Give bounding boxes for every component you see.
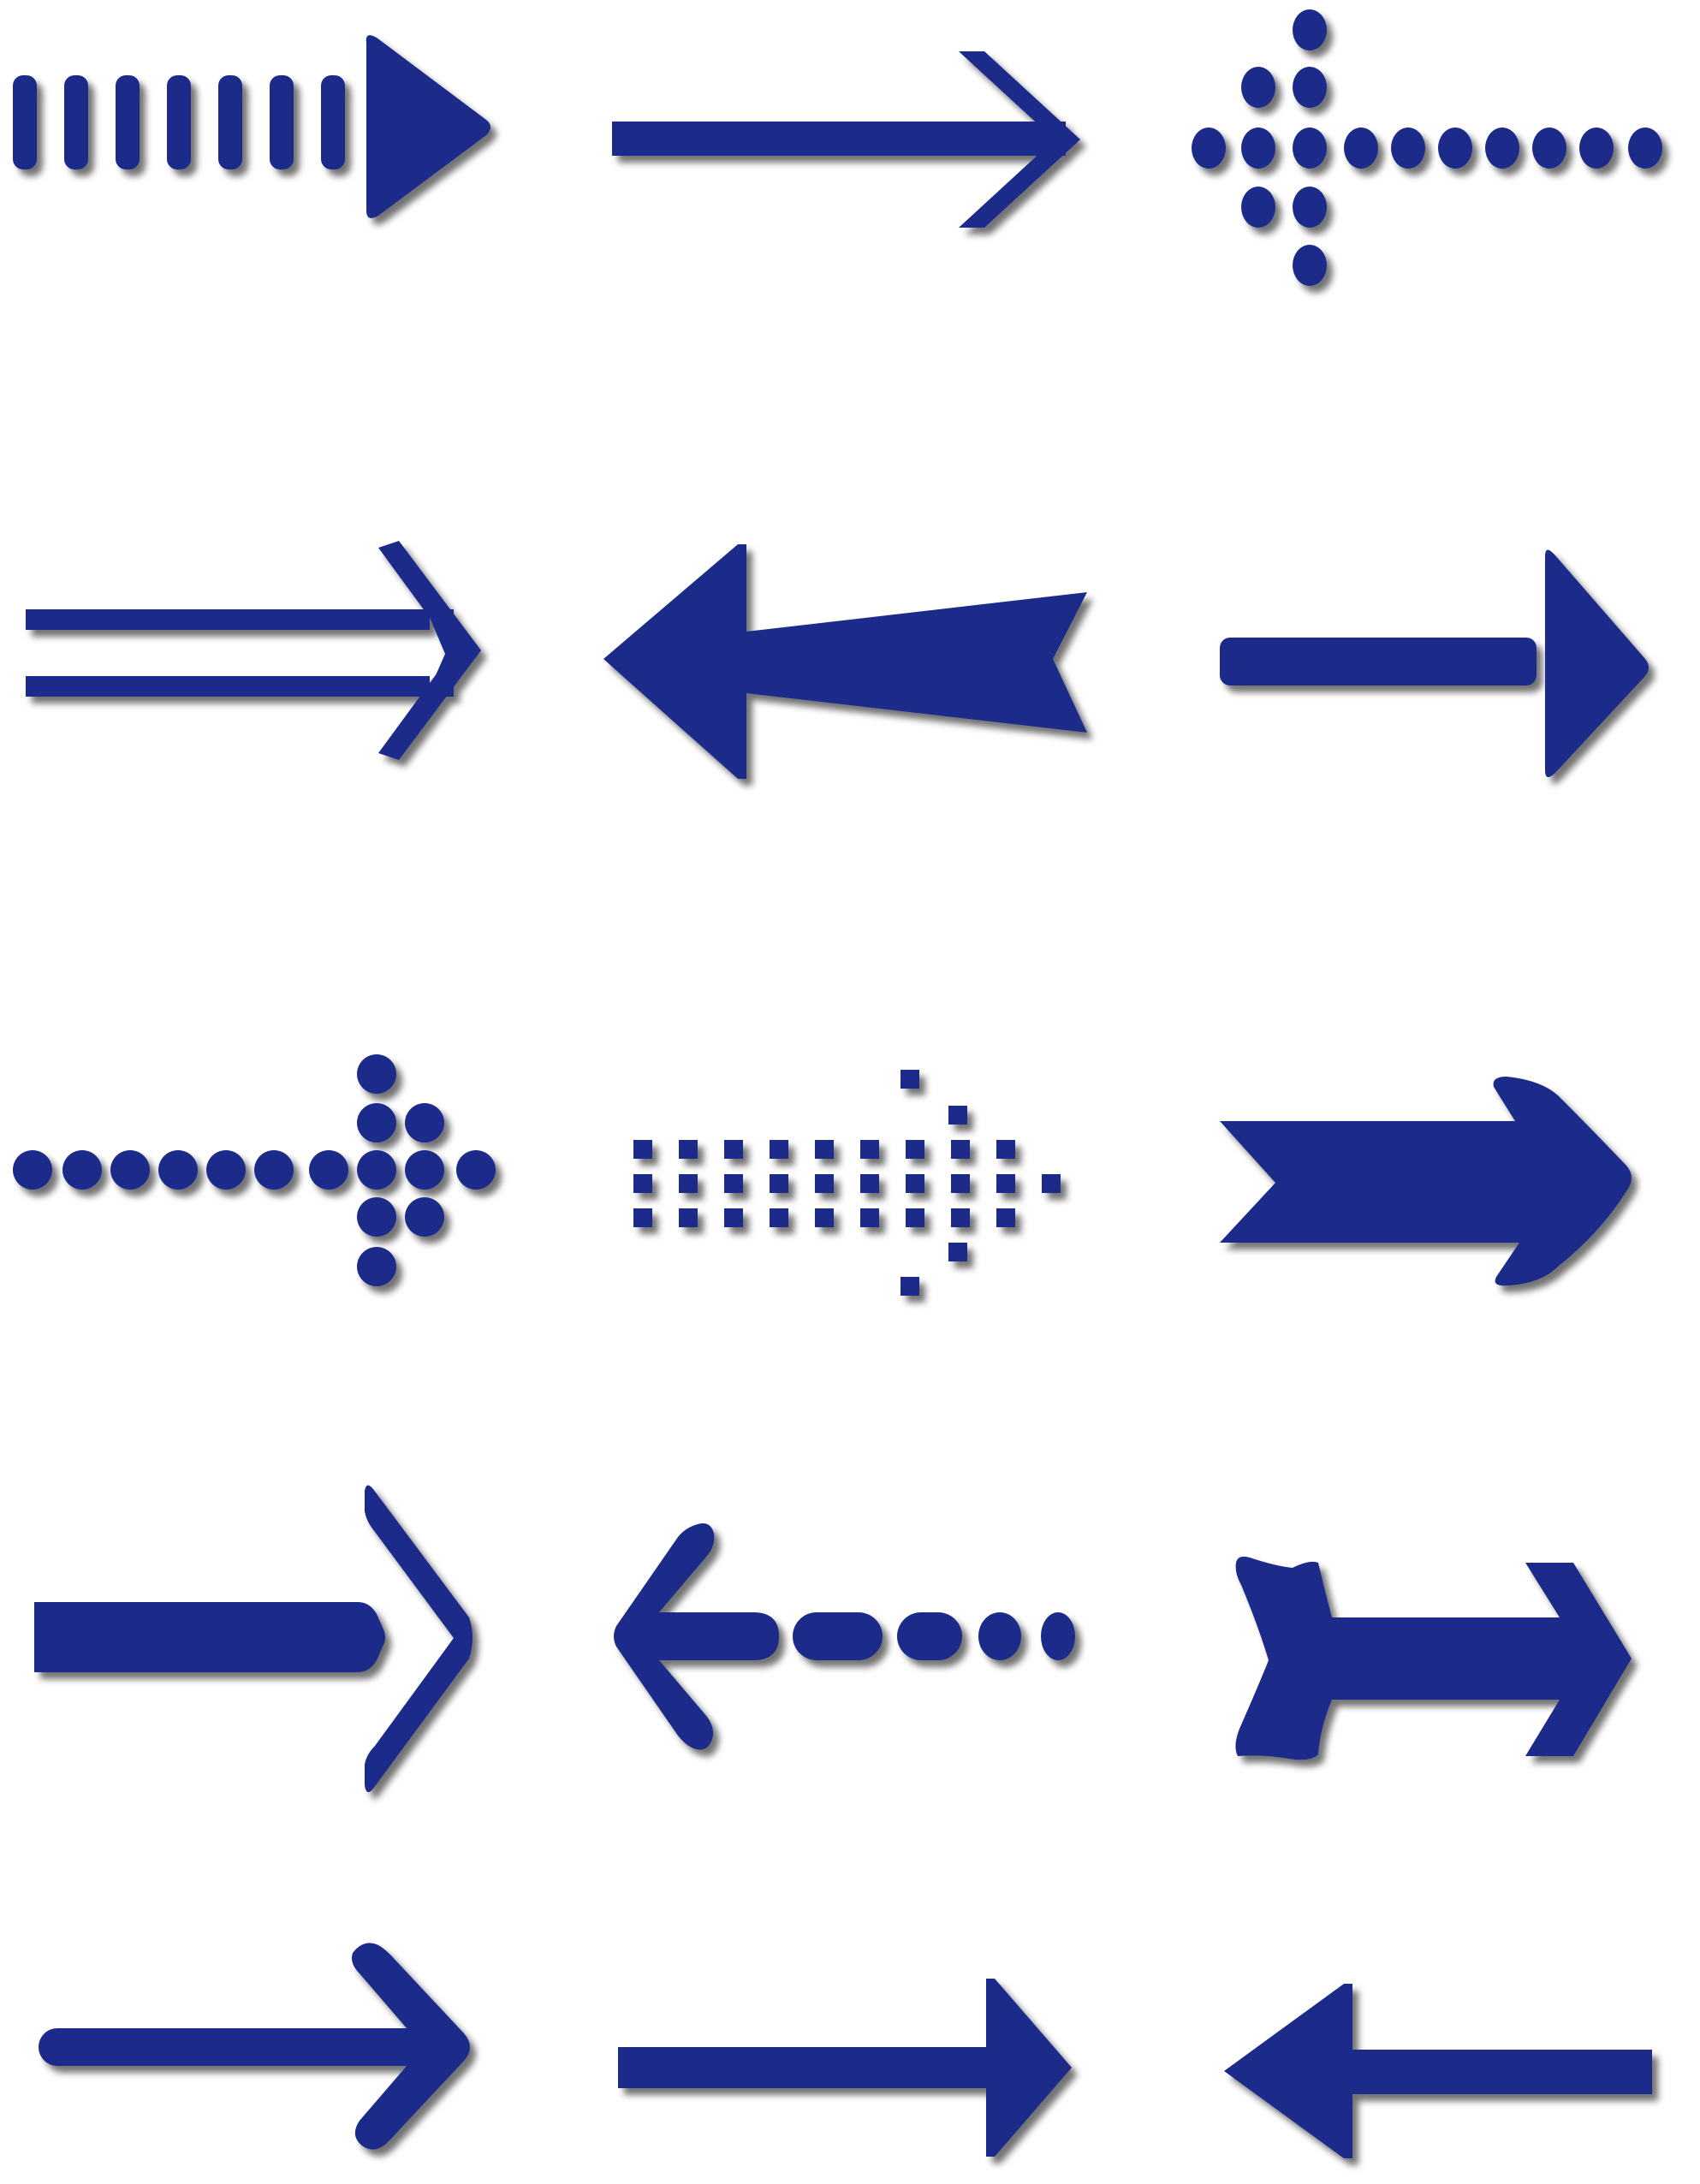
chevron-ribbon-right-arrow-icon xyxy=(1220,1077,1632,1286)
notched-left-arrow-icon xyxy=(603,544,1087,779)
rounded-chevron-right-arrow-icon xyxy=(39,1943,470,2150)
bar-triangle-right-arrow-icon xyxy=(1220,549,1649,778)
thin-chevron-right-arrow-icon xyxy=(612,51,1080,228)
fletched-right-arrow-icon xyxy=(1235,1556,1632,1760)
dotted-left-arrow-icon xyxy=(1192,9,1662,286)
dashed-left-arrow-icon xyxy=(614,1522,1075,1750)
bar-bracket-right-arrow-icon xyxy=(34,1485,473,1793)
double-line-right-arrow-icon xyxy=(26,541,481,760)
triangle-head-left-arrow-icon xyxy=(1224,1984,1652,2158)
square-dotted-right-arrow-icon xyxy=(633,1070,1061,1296)
triangle-head-right-arrow-icon xyxy=(618,1979,1072,2157)
striped-right-arrow-icon xyxy=(13,35,490,218)
dotted-right-arrow-icon xyxy=(13,1054,496,1286)
